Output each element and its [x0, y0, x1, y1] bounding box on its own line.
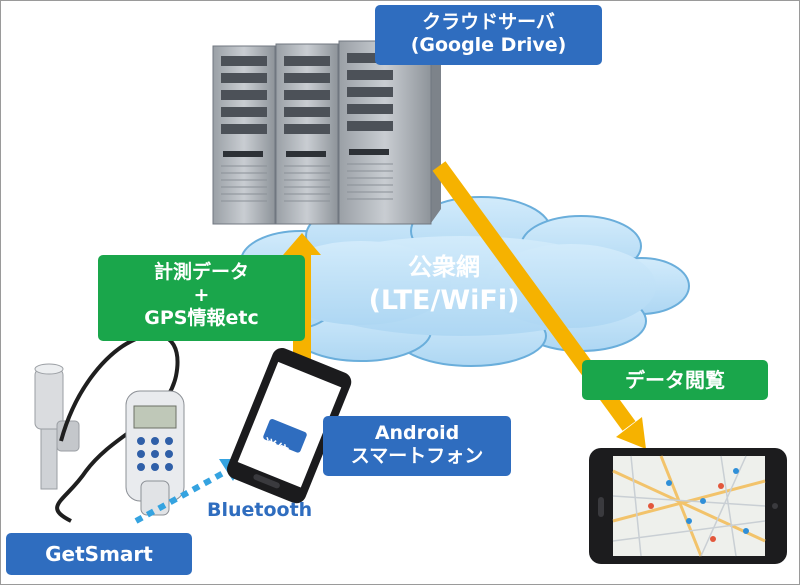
- getsmart-device-icon: [34, 332, 185, 523]
- bluetooth-label: Bluetooth: [207, 499, 313, 521]
- android-smartphone-icon: [226, 348, 352, 504]
- network-title: 公衆網: [408, 253, 480, 281]
- android-subtitle: スマートフォン: [350, 444, 484, 467]
- data-view-label: データ閲覧: [582, 360, 768, 400]
- getsmart-label: GetSmart: [6, 533, 192, 575]
- measurement-plus: +: [193, 283, 210, 306]
- server-rack-icon: [212, 40, 441, 225]
- android-title: Android: [374, 422, 460, 444]
- measurement-gps-text: GPS情報etc: [144, 306, 259, 329]
- cloud-server-subtitle: (Google Drive): [410, 33, 567, 56]
- network-label: 公衆網 (LTE/WiFi): [359, 251, 529, 320]
- cloud-server-title: クラウドサーバ: [422, 11, 555, 33]
- android-label: Android スマートフォン: [323, 416, 511, 476]
- network-subtitle: (LTE/WiFi): [368, 285, 520, 317]
- measurement-data-label: 計測データ + GPS情報etc: [98, 255, 305, 341]
- cloud-server-label: クラウドサーバ (Google Drive): [375, 5, 602, 65]
- tablet-map-icon: [589, 448, 787, 564]
- measurement-data-title: 計測データ: [153, 261, 249, 283]
